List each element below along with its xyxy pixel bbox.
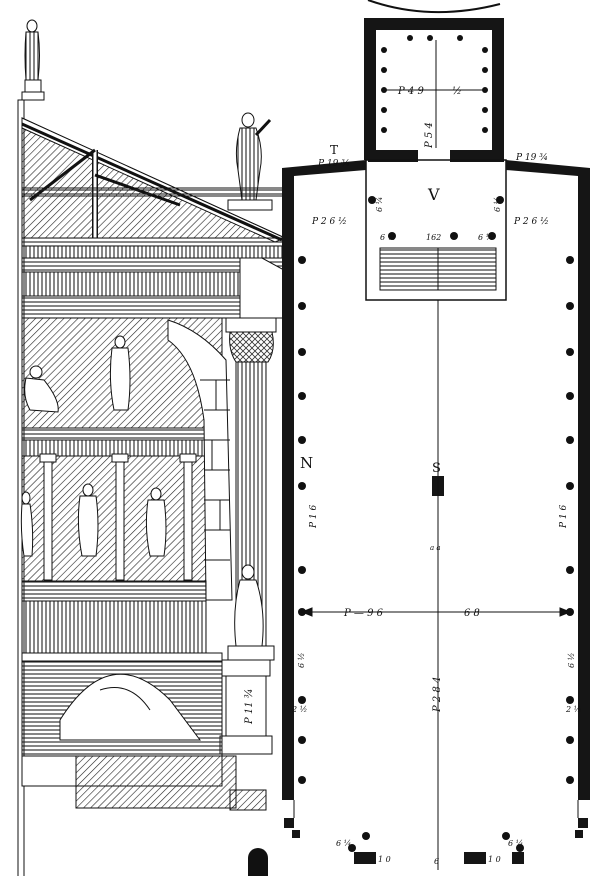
statue-roof xyxy=(227,112,273,211)
center-letter: S xyxy=(432,461,441,476)
nave-low-left-label: 6 ½ xyxy=(297,653,306,668)
pedestal-label: P 11 ¾ xyxy=(244,688,255,725)
dimension-lines xyxy=(300,40,572,870)
cella-side-right-label: 6 ¼ xyxy=(493,197,502,212)
nave-walls xyxy=(282,160,590,828)
nave-side-left-label: P 1 6 xyxy=(309,504,319,529)
pedestal xyxy=(219,659,273,755)
nave-width-right-label: 6 8 xyxy=(464,608,480,619)
entrance-letter: T xyxy=(330,143,338,157)
ground-plan xyxy=(282,0,590,870)
stone-wall xyxy=(167,319,233,601)
nave-side-right-label: P 1 6 xyxy=(559,504,569,529)
nave-mid-mark: a a xyxy=(430,544,441,552)
nave-low-right-label: 6 ½ xyxy=(567,653,576,668)
lower-arch xyxy=(21,660,268,876)
nave-length-label: P 2 8 4 xyxy=(432,677,443,713)
front-center-label: 6 xyxy=(434,857,439,866)
statue-top-left xyxy=(21,19,45,101)
nave-small-right-label: 2 ½ xyxy=(565,705,581,714)
side-width-right-label: P 2 6 ½ xyxy=(513,216,549,227)
cella-length-label: P 5 4 xyxy=(424,122,435,149)
cella-width-frac: ½ xyxy=(452,86,462,97)
nave-columns xyxy=(298,196,574,852)
vestibule xyxy=(365,159,507,301)
corinthian-column xyxy=(225,317,277,661)
cella-row-right-label: 6 ¼ xyxy=(478,233,493,242)
nave-letter: N xyxy=(300,454,313,472)
entrance-right-label: P 19 ¾ xyxy=(515,152,548,163)
cella-side-left-label: 6 ¼ xyxy=(375,197,384,212)
bottom-left-a-label: 6 ¼ xyxy=(336,839,351,848)
cella-columns xyxy=(381,35,488,133)
entrance-left-label: P 19 ¾ xyxy=(317,158,350,169)
cella-width-label: P 4 9 xyxy=(397,86,424,97)
plan-labels: V N S P 4 9 ½ P 5 4 T P 19 ¾ P 19 ¾ P 2 … xyxy=(244,86,581,866)
perspective-section xyxy=(17,19,293,876)
side-width-left-label: P 2 6 ½ xyxy=(311,216,347,227)
nave-width-left-label: P — 9 6 xyxy=(343,608,384,619)
cella-walls xyxy=(364,18,504,162)
podium xyxy=(21,580,223,662)
niche-statues xyxy=(20,335,167,557)
front-steps xyxy=(292,830,583,864)
bottom-left-b-label: 1 0 xyxy=(378,855,391,864)
bottom-right-a-label: 1 0 xyxy=(488,855,501,864)
cella-row-left-label: 6 ¼ xyxy=(380,233,395,242)
cella-letter: V xyxy=(427,185,440,204)
nave-small-left-label: 2 ½ xyxy=(291,705,307,714)
entablature xyxy=(21,237,285,319)
bottom-right-b-label: 6 ¼ xyxy=(508,839,523,848)
apse-outline xyxy=(367,0,501,14)
cella-row-center-label: 162 xyxy=(426,233,441,242)
